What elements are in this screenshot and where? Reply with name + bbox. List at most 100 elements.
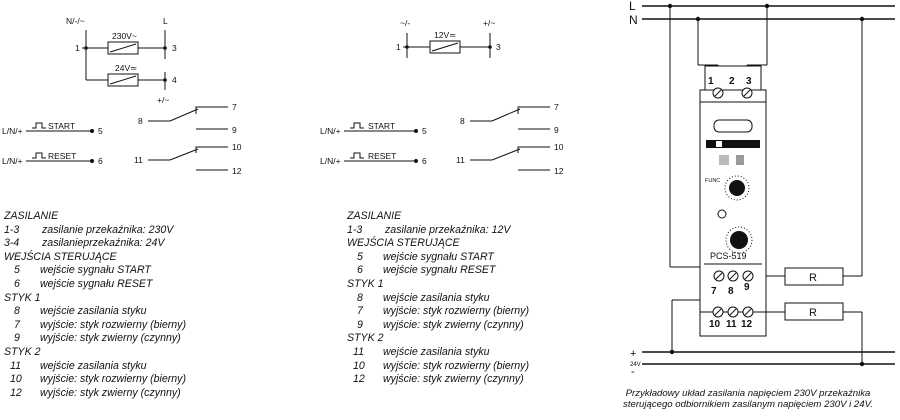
mid-contact-2 — [470, 146, 550, 171]
mid-term-3: 3 — [496, 42, 501, 52]
term-label-10: 10 — [709, 319, 721, 330]
volt-label: 24V — [630, 362, 641, 368]
legend-terminal-number: 9 — [357, 318, 363, 331]
legend-terminal-number: 10 — [10, 373, 22, 386]
mid-term-10: 10 — [554, 142, 564, 152]
left-start-label: START — [48, 121, 75, 131]
legend-description: wejście sygnału START — [40, 264, 151, 277]
mid-term-7: 7 — [554, 102, 559, 112]
legend-row: ZASILANIE — [4, 210, 186, 224]
left-reset-source: L/N/+ — [2, 156, 23, 166]
left-24v-label: 24V≃ — [115, 63, 137, 73]
legend-description: wyjście: styk zwierny (czynny) — [383, 373, 524, 386]
legend-row: 8 wejście zasilania styku — [4, 305, 186, 319]
legend-row: 9 wyjście: styk zwierny (czynny) — [347, 319, 529, 333]
term-label-1: 1 — [708, 76, 714, 87]
term-label-7: 7 — [711, 286, 717, 297]
left-term-5: 5 — [98, 126, 103, 136]
mid-term-1: 1 — [396, 42, 401, 52]
legend-description: wejście zasilania styku — [40, 359, 147, 372]
mid-reset-input — [344, 152, 416, 162]
legend-row: 12 wyjście: styk zwierny (czynny) — [4, 387, 186, 401]
left-term-6: 6 — [98, 156, 103, 166]
load-r1-label: R — [809, 272, 817, 284]
legend-description: wyjście: styk rozwierny (bierny) — [383, 359, 529, 372]
left-term-3: 3 — [172, 43, 177, 53]
legend-description: wyjście: styk rozwierny (bierny) — [383, 305, 529, 318]
mid-term-6: 6 — [422, 156, 427, 166]
term-label-12: 12 — [741, 319, 753, 330]
legend-terminal-number: 12 — [10, 386, 22, 399]
mid-term-8: 8 — [460, 116, 465, 126]
left-term-11: 11 — [134, 155, 143, 165]
left-l-label: L — [163, 16, 168, 26]
legend-row: STYK 1 — [347, 278, 529, 292]
legend-terminal-number: 7 — [357, 305, 363, 318]
mid-start-label: START — [368, 121, 395, 131]
caption-line-2: sterującego odbiornikiem zasilanym napię… — [623, 398, 873, 410]
legend-row: 5 wejście sygnału START — [4, 264, 186, 278]
legend-row: 10 wyjście: styk rozwierny (bierny) — [4, 373, 186, 387]
legend-terminal-number: 10 — [353, 359, 365, 372]
wiring-caption: Przykładowy układ zasilania napięciem 23… — [600, 388, 896, 410]
legend-header: STYK 2 — [347, 332, 384, 345]
left-reset-input — [26, 152, 92, 162]
legend-terminal-number: 8 — [14, 305, 20, 318]
legend-description: wejście zasilania styku — [40, 305, 147, 318]
legend-description: zasilanieprzekaźnika: 24V — [42, 237, 165, 250]
term-label-9: 9 — [744, 282, 750, 293]
left-plus-label: +/~ — [157, 95, 169, 105]
legend-terminal-number: 5 — [14, 264, 20, 277]
left-term-7: 7 — [232, 102, 237, 112]
left-term-8: 8 — [138, 116, 143, 126]
legend-terminal-number: 6 — [14, 277, 20, 290]
legend-description: wejście zasilania styku — [383, 291, 490, 304]
left-start-input — [26, 122, 92, 132]
legend-description: zasilanie przekaźnika: 230V — [42, 223, 174, 236]
model-label: PCS-519 — [710, 251, 747, 261]
legend-description: wyjście: styk rozwierny (bierny) — [40, 373, 186, 386]
mid-neg-label: ~/- — [400, 18, 410, 28]
legend-description: wejście zasilania styku — [383, 345, 490, 358]
legend-row: 11 wejście zasilania styku — [4, 360, 186, 374]
left-contact-1 — [148, 106, 228, 130]
legend-terminal-number: 5 — [357, 250, 363, 263]
legend-row: STYK 1 — [4, 292, 186, 306]
term-label-8: 8 — [728, 286, 734, 297]
legend-terminal-number: 11 — [353, 345, 364, 358]
mid-12v-label: 12V≃ — [434, 30, 456, 40]
term-label-2: 2 — [729, 76, 735, 87]
left-term-4: 4 — [172, 75, 177, 85]
legend-terminal-number: 11 — [10, 359, 21, 372]
minus-line-label: - — [631, 366, 635, 378]
legend-terminal-number: 3-4 — [4, 237, 20, 250]
left-contact-2 — [148, 146, 228, 171]
n-line-label: N — [629, 13, 638, 27]
legend-header: ZASILANIE — [347, 210, 402, 222]
left-start-source: L/N/+ — [2, 126, 23, 136]
legend-row: 10 wyjście: styk rozwierny (bierny) — [347, 360, 529, 374]
legend-row: 1-3 zasilanie przekaźnika: 12V — [347, 224, 529, 238]
mid-term-5: 5 — [422, 126, 427, 136]
legend-terminal-number: 6 — [357, 264, 363, 277]
caption-line-1: Przykładowy układ zasilania napięciem 23… — [625, 388, 871, 399]
legend-header: STYK 2 — [4, 345, 41, 358]
legend-description: zasilanie przekaźnika: 12V — [385, 223, 511, 236]
legend-description: wyjście: styk zwierny (czynny) — [40, 386, 181, 399]
left-reset-label: RESET — [48, 151, 76, 161]
left-230v-label: 230V~ — [112, 31, 137, 41]
term-label-11: 11 — [726, 319, 737, 330]
legend-description: wyjście: styk rozwierny (bierny) — [40, 318, 186, 331]
legend-description: wejście sygnału START — [383, 250, 494, 263]
legend-description: wyjście: styk zwierny (czynny) — [383, 318, 524, 331]
legend-terminal-number: 1-3 — [347, 223, 363, 236]
legend-row: STYK 2 — [347, 332, 529, 346]
mid-start-input — [344, 122, 416, 132]
legend-row: 7 wyjście: styk rozwierny (bierny) — [347, 305, 529, 319]
left-n-label: N/-/~ — [66, 16, 85, 26]
